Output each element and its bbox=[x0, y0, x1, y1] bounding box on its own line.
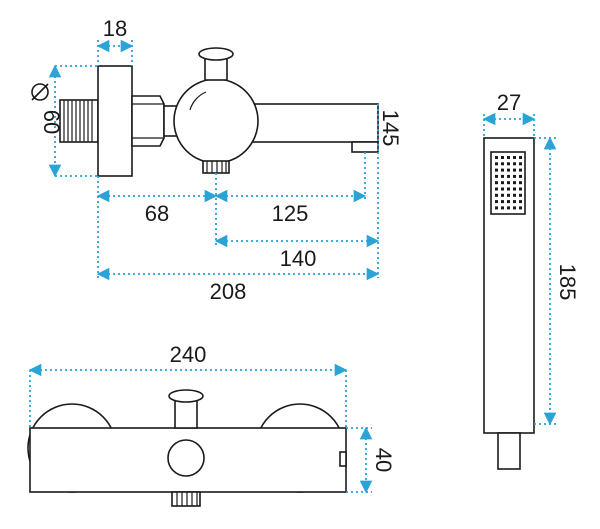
nozzle-grid bbox=[495, 156, 522, 210]
nozzle bbox=[519, 181, 522, 185]
nozzle bbox=[513, 193, 516, 197]
label-208: 208 bbox=[210, 279, 247, 304]
nozzle bbox=[507, 168, 510, 172]
label-240: 240 bbox=[170, 342, 207, 367]
label-125: 125 bbox=[272, 201, 309, 226]
wall-flange bbox=[97, 65, 133, 177]
dimension-208: 208 bbox=[96, 267, 380, 304]
end-cap bbox=[339, 451, 347, 467]
nozzle bbox=[513, 174, 516, 178]
front-diverter-stem bbox=[174, 399, 198, 429]
nozzle bbox=[519, 162, 522, 166]
nozzle bbox=[501, 206, 504, 210]
nozzle bbox=[495, 156, 498, 159]
nozzle bbox=[501, 200, 504, 204]
diverter-stem bbox=[204, 57, 228, 81]
nozzle bbox=[501, 181, 504, 185]
label-185: 185 bbox=[555, 264, 580, 301]
nozzle bbox=[519, 187, 522, 191]
nozzle bbox=[507, 187, 510, 191]
nozzle bbox=[513, 200, 516, 204]
dimension-27: 27 bbox=[482, 90, 536, 138]
nozzle bbox=[513, 162, 516, 166]
nozzle bbox=[501, 193, 504, 197]
front-shower-connector bbox=[171, 491, 201, 507]
nozzle bbox=[519, 200, 522, 204]
nozzle bbox=[495, 206, 498, 210]
nozzle bbox=[495, 162, 498, 166]
nozzle bbox=[501, 156, 504, 159]
nozzle bbox=[513, 181, 516, 185]
dimension-145: 145 bbox=[377, 104, 403, 152]
nozzle bbox=[507, 174, 510, 178]
dimension-68: 68 bbox=[96, 173, 218, 278]
diverter-knob bbox=[198, 47, 234, 61]
nozzle bbox=[495, 193, 498, 197]
side-view bbox=[59, 47, 379, 177]
hand-shower bbox=[483, 137, 535, 470]
nozzle bbox=[513, 187, 516, 191]
nozzle bbox=[507, 193, 510, 197]
front-diverter-knob bbox=[168, 389, 204, 403]
nozzle bbox=[507, 162, 510, 166]
dimension-diameter-60: 60 bbox=[31, 64, 98, 178]
dimension-240: 240 bbox=[28, 342, 348, 428]
spout-outlet bbox=[351, 141, 379, 153]
dimension-125: 125 bbox=[214, 152, 367, 226]
nozzle bbox=[495, 187, 498, 191]
nozzle bbox=[507, 200, 510, 204]
nozzle bbox=[501, 162, 504, 166]
nozzle bbox=[507, 156, 510, 159]
dimension-18: 18 bbox=[96, 16, 134, 66]
central-outlet bbox=[167, 439, 205, 477]
nozzle bbox=[513, 206, 516, 210]
nozzle bbox=[519, 168, 522, 172]
nozzle bbox=[519, 156, 522, 159]
nozzle bbox=[495, 200, 498, 204]
nozzle bbox=[519, 206, 522, 210]
nozzle bbox=[507, 181, 510, 185]
dimension-40: 40 bbox=[346, 426, 396, 494]
nozzle bbox=[495, 168, 498, 172]
nozzle bbox=[495, 181, 498, 185]
nozzle bbox=[495, 174, 498, 178]
diameter-icon bbox=[31, 83, 49, 101]
nozzle bbox=[501, 168, 504, 172]
label-40: 40 bbox=[371, 448, 396, 472]
thread-lines bbox=[63, 100, 93, 142]
label-140: 140 bbox=[280, 246, 317, 271]
dimension-140: 140 bbox=[214, 152, 380, 278]
nozzle bbox=[507, 206, 510, 210]
nozzle bbox=[519, 193, 522, 197]
nozzle bbox=[501, 187, 504, 191]
label-68: 68 bbox=[145, 201, 169, 226]
nozzle bbox=[501, 174, 504, 178]
nozzle bbox=[513, 156, 516, 159]
nozzle bbox=[519, 174, 522, 178]
label-27: 27 bbox=[497, 90, 521, 115]
label-18: 18 bbox=[103, 16, 127, 41]
front-view bbox=[27, 389, 347, 507]
label-60: 60 bbox=[39, 110, 64, 134]
dimension-185: 185 bbox=[534, 136, 580, 426]
label-145: 145 bbox=[378, 110, 403, 147]
mixer-body bbox=[173, 78, 259, 164]
nozzle bbox=[513, 168, 516, 172]
hand-shower-handle-end bbox=[497, 432, 521, 470]
